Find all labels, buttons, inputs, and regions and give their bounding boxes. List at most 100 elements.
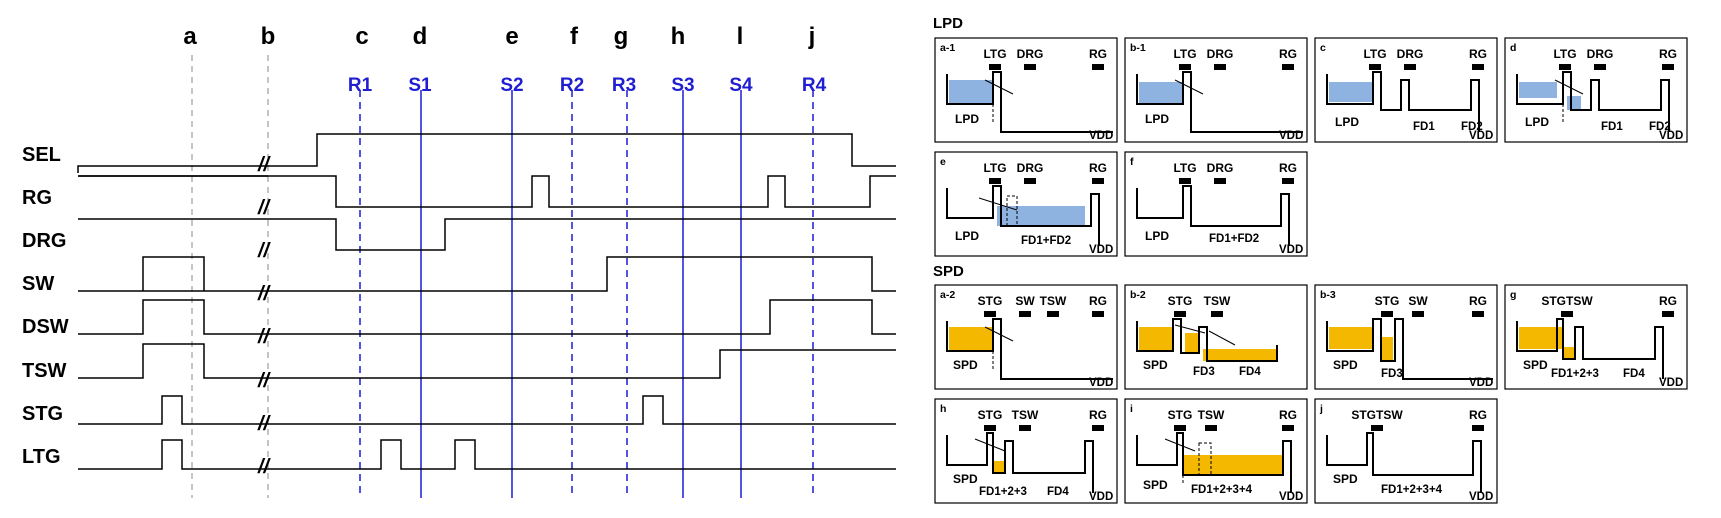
gate-label-stg: STG: [1168, 294, 1193, 308]
waveform-sel: [77, 133, 896, 173]
panel-frame-e: [934, 151, 1118, 257]
gate-marker-rg: [1472, 64, 1484, 70]
column-label-c: c: [355, 23, 368, 50]
waveform-sw-pulse: [142, 256, 205, 291]
potential-line: [1516, 318, 1664, 379]
gate-marker-drg: [1594, 64, 1606, 70]
panel-frame-i: [1124, 398, 1308, 504]
gate-marker-stgtsw: [1561, 311, 1573, 317]
vdd-label: VDD: [1659, 377, 1683, 389]
gate-marker-drg: [1214, 64, 1226, 70]
gate-marker-ltg: [989, 64, 1001, 70]
panel-id-e: e: [940, 156, 946, 168]
vdd-label: VDD: [1279, 244, 1303, 256]
waveform-drg: [78, 218, 896, 251]
break-mark-sw: //: [257, 283, 272, 305]
gate-label-stg: STG: [978, 408, 1003, 422]
gate-label-ltg: LTG: [1173, 47, 1196, 61]
pd-label: SPD: [1143, 478, 1168, 492]
gate-label-tsw: TSW: [1204, 294, 1231, 308]
vdd-label: VDD: [1279, 130, 1303, 142]
gate-label-tsw: TSW: [1198, 408, 1225, 422]
gate-label-ltg: LTG: [1173, 161, 1196, 175]
charge-fill-0: [1139, 327, 1173, 351]
potential-line: [1326, 71, 1480, 132]
phase-label-R2: R2: [560, 75, 584, 96]
panel-id-b-3: b-3: [1320, 289, 1336, 301]
pd-label: LPD: [1145, 229, 1169, 243]
gate-marker-drg: [1024, 64, 1036, 70]
gate-label-stgtsw: STGTSW: [1541, 294, 1593, 308]
spd-section-title: SPD: [933, 263, 964, 280]
gate-label-rg: RG: [1469, 408, 1487, 422]
gate-label-sw: SW: [1408, 294, 1428, 308]
column-label-l: l: [737, 23, 744, 50]
gate-marker-rg: [1092, 425, 1104, 431]
break-mark-sel: //: [257, 154, 272, 176]
gate-marker-ltg: [1179, 64, 1191, 70]
potential-line: [1516, 71, 1670, 132]
vdd-label: VDD: [1089, 377, 1113, 389]
break-marks: ////////////////: [257, 154, 272, 478]
node-label-0: FD1+2+3: [979, 486, 1027, 498]
column-label-f: f: [570, 23, 579, 50]
gate-label-tsw: TSW: [1040, 294, 1067, 308]
charge-fill-0: [1519, 82, 1557, 98]
gate-marker-rg: [1092, 311, 1104, 317]
gate-marker-drg: [1404, 64, 1416, 70]
panel-id-j: j: [1319, 403, 1323, 415]
gate-label-rg: RG: [1279, 47, 1297, 61]
gate-label-drg: DRG: [1397, 47, 1424, 61]
panel-frame-f: [1124, 151, 1308, 257]
charge-fill-2: [1203, 349, 1277, 361]
transfer-arrow: [1164, 438, 1196, 452]
panel-id-g: g: [1510, 289, 1516, 301]
gate-marker-stg: [984, 311, 996, 317]
gate-label-ltg: LTG: [1363, 47, 1386, 61]
phase-label-S1: S1: [408, 75, 432, 96]
signal-label-stg: STG: [22, 403, 63, 425]
vdd-label: VDD: [1089, 491, 1113, 503]
pd-label: SPD: [1333, 472, 1358, 486]
gate-marker-stg: [1174, 425, 1186, 431]
gate-marker-stg: [984, 425, 996, 431]
gate-marker-rg: [1282, 64, 1294, 70]
waveform-stg: [78, 395, 896, 425]
gate-marker-stgtsw: [1371, 425, 1383, 431]
potential-line: [1326, 432, 1482, 493]
node-label-1: FD2: [1649, 121, 1671, 133]
vdd-label: VDD: [1469, 130, 1493, 142]
pd-label: LPD: [955, 229, 979, 243]
transfer-arrow: [974, 438, 1006, 452]
break-mark-dsw: //: [257, 326, 272, 348]
gate-marker-rg: [1282, 178, 1294, 184]
signal-label-ltg: LTG: [22, 446, 61, 468]
gate-marker-drg: [1214, 178, 1226, 184]
panel-id-a-1: a-1: [940, 42, 955, 54]
phase-label-R3: R3: [612, 75, 636, 96]
transfer-arrow: [984, 79, 1014, 95]
signal-label-dsw: DSW: [22, 316, 69, 338]
break-mark-rg: //: [257, 197, 272, 219]
gate-label-stg: STG: [1375, 294, 1400, 308]
waveform-sw: [78, 256, 896, 292]
potential-line: [1136, 185, 1290, 246]
gate-marker-ltg: [1559, 64, 1571, 70]
gate-marker-ltg: [1179, 178, 1191, 184]
gate-marker-tsw: [1019, 425, 1031, 431]
charge-fill-1: [1381, 337, 1393, 361]
node-label-0: FD1+FD2: [1209, 233, 1259, 245]
transfer-arrow: [1174, 324, 1236, 346]
vdd-label: VDD: [1089, 244, 1113, 256]
dashed-barrier: [1006, 195, 1018, 227]
gate-label-rg: RG: [1469, 47, 1487, 61]
charge-fill-0: [1139, 82, 1183, 104]
gate-label-tsw: TSW: [1012, 408, 1039, 422]
gate-label-rg: RG: [1089, 47, 1107, 61]
gate-label-rg: RG: [1089, 161, 1107, 175]
